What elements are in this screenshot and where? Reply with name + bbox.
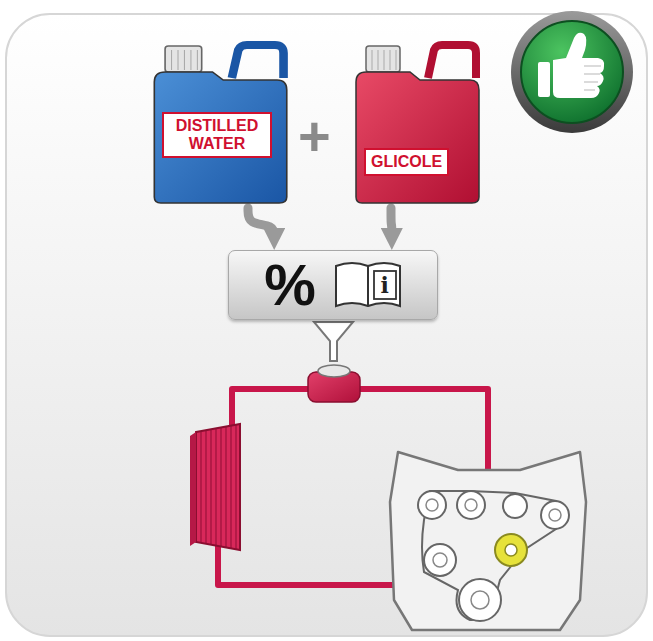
funnel	[314, 322, 353, 361]
reservoir	[308, 365, 360, 402]
water-pump	[495, 534, 527, 566]
jug-text: GLICOLE	[371, 153, 442, 171]
card	[6, 14, 647, 636]
thumbs-up-badge	[511, 11, 633, 133]
plus-sign: +	[298, 108, 331, 164]
radiator	[190, 424, 240, 550]
jug-text: DISTILLED WATER	[169, 117, 265, 153]
manual-icon: i	[334, 260, 402, 310]
coolant-jug: DISTILLED WATER	[150, 40, 290, 205]
coolant-jug: GLICOLE	[352, 40, 482, 205]
mix-ratio-box: %i	[228, 250, 438, 320]
flow-arrow	[387, 208, 397, 238]
jug-label: DISTILLED WATER	[162, 112, 272, 158]
jug-label: GLICOLE	[364, 148, 449, 176]
jug-outline	[352, 40, 482, 205]
flow-arrow	[248, 208, 274, 238]
info-letter: i	[381, 272, 389, 298]
engine	[390, 452, 586, 630]
ratio-symbol: %	[264, 255, 316, 315]
